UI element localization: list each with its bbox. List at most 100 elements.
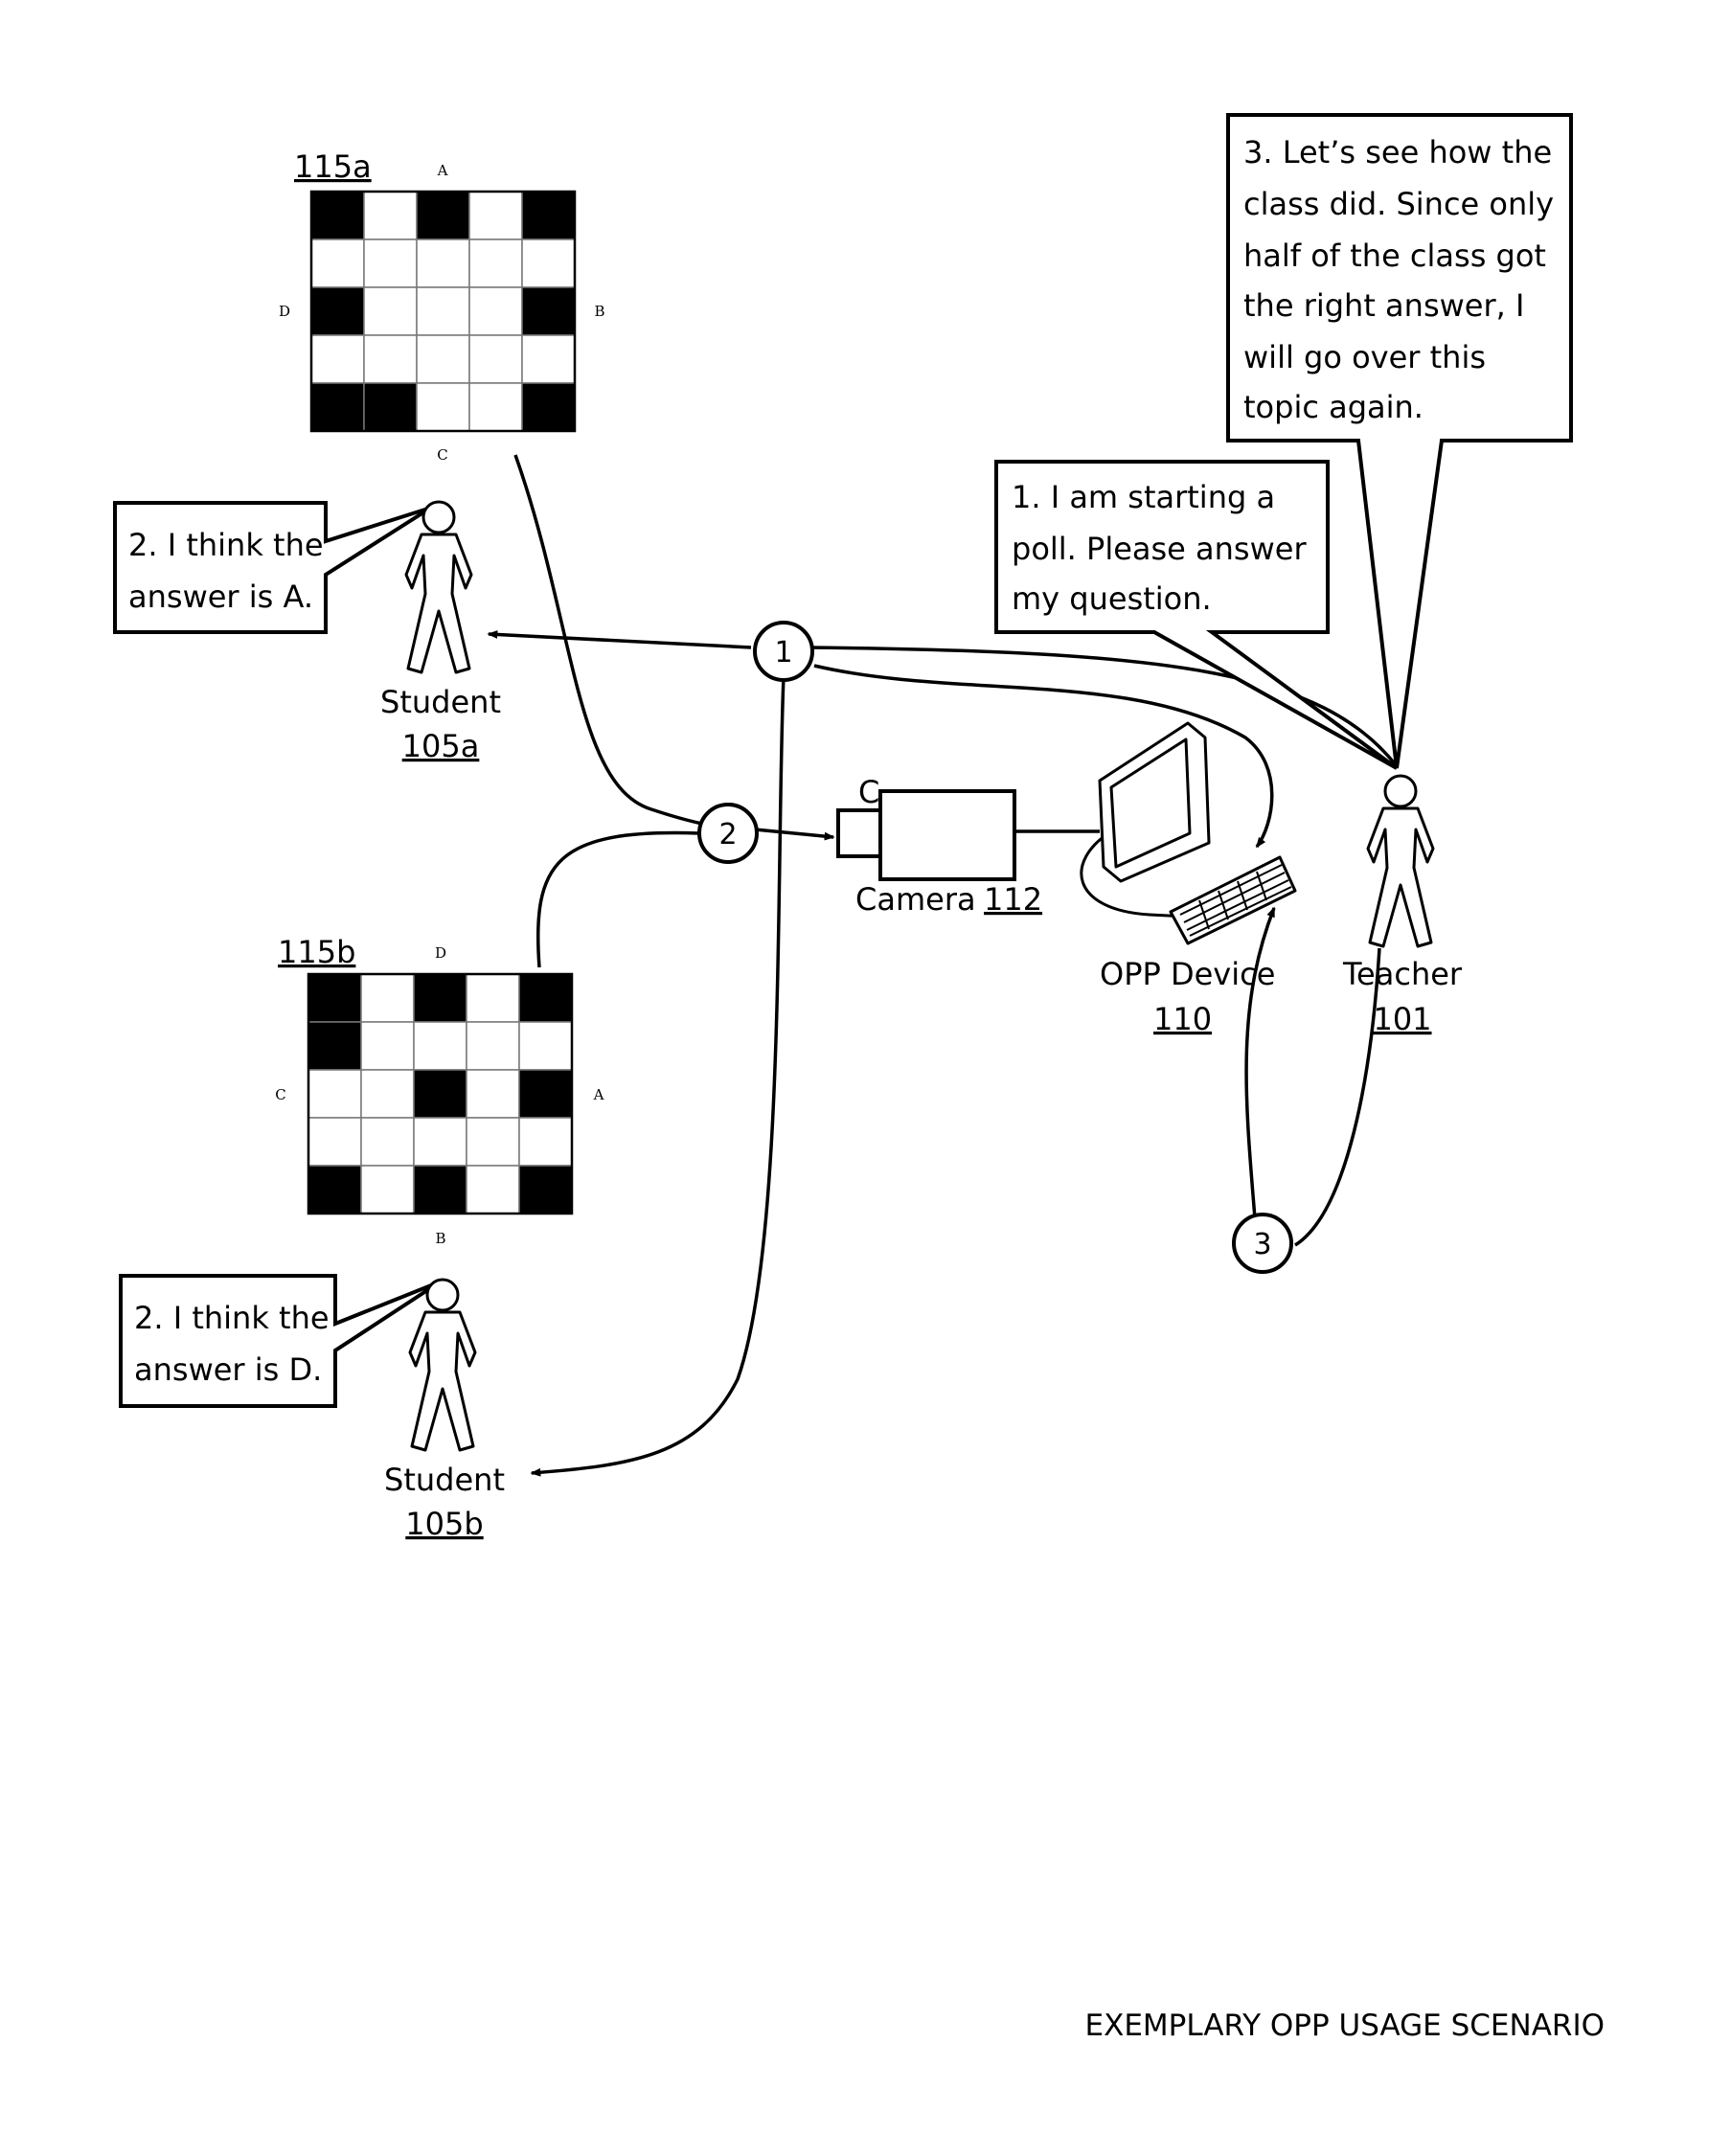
- card-grid: [311, 192, 575, 431]
- card-letter-left: C: [275, 1086, 285, 1103]
- card-cell-light: [311, 239, 364, 287]
- camera-lens: [838, 810, 880, 856]
- card-letter-bottom: B: [435, 1230, 445, 1247]
- card-cell-dark: [311, 287, 364, 335]
- card-cell-dark: [522, 383, 575, 431]
- bubble-student-a: 2. I think the answer is A.: [115, 503, 431, 632]
- bubble-student-b: 2. I think the answer is D.: [121, 1276, 441, 1406]
- card-cell-light: [361, 974, 414, 1022]
- card-letter-top: A: [437, 162, 448, 179]
- person-figure-icon: [410, 1280, 475, 1450]
- card-cell-dark: [308, 1166, 361, 1214]
- step-2-circle: 2: [699, 805, 757, 862]
- card-cell-light: [519, 1022, 572, 1070]
- card-cell-light: [417, 287, 469, 335]
- card-cell-light: [417, 383, 469, 431]
- card-cell-light: [522, 239, 575, 287]
- person-name: Teacher: [1342, 956, 1463, 992]
- card-cell-light: [361, 1118, 414, 1166]
- card-letter-bottom: C: [437, 446, 447, 464]
- card-grid: [308, 974, 572, 1214]
- card-cell-dark: [414, 1166, 467, 1214]
- card-letter-right: A: [593, 1086, 604, 1103]
- card-letter-top: D: [435, 944, 446, 962]
- arrow-step-2-to-camera: [755, 829, 833, 837]
- card-cell-light: [469, 287, 522, 335]
- card-cell-dark: [308, 974, 361, 1022]
- person-name: Student: [380, 684, 501, 720]
- card-cell-dark: [311, 192, 364, 239]
- card-cell-light: [364, 239, 417, 287]
- card-cell-light: [414, 1022, 467, 1070]
- step-number: 1: [774, 636, 792, 669]
- person-ref: 105b: [405, 1506, 483, 1542]
- card-cell-light: [519, 1118, 572, 1166]
- person-ref: 105a: [402, 728, 480, 764]
- student-105a: Student 105a: [380, 502, 501, 764]
- step-3-circle: 3: [1234, 1214, 1291, 1272]
- step-1-circle: 1: [755, 623, 812, 680]
- keyboard-icon: [1171, 857, 1295, 943]
- card-cell-light: [364, 335, 417, 383]
- card-cell-light: [308, 1118, 361, 1166]
- opp-device-ref: 110: [1153, 1001, 1212, 1037]
- card-cell-light: [467, 974, 519, 1022]
- card-cell-dark: [519, 1166, 572, 1214]
- card-cell-light: [469, 239, 522, 287]
- card-label: 115a: [294, 148, 372, 185]
- camera-lens-label: C: [858, 774, 879, 810]
- connector-card-b-to-step-2: [538, 833, 699, 967]
- bubble-teacher-start: 1. I am starting a poll. Please answer m…: [996, 462, 1397, 768]
- camera-ref: 112: [984, 881, 1042, 918]
- card-letter-left: D: [279, 303, 290, 320]
- connector-teacher-to-step-3: [1295, 948, 1379, 1245]
- card-cell-light: [364, 192, 417, 239]
- card-cell-light: [469, 192, 522, 239]
- bubble-teacher-review: 3. Let’s see how the class did. Since on…: [1228, 115, 1571, 768]
- card-cell-light: [364, 287, 417, 335]
- teacher-101: Teacher 101: [1342, 776, 1463, 1037]
- card-cell-light: [467, 1022, 519, 1070]
- card-cell-light: [311, 335, 364, 383]
- person-figure-icon: [1368, 776, 1433, 946]
- card-cell-dark: [311, 383, 364, 431]
- card-cell-light: [467, 1118, 519, 1166]
- card-cell-dark: [519, 974, 572, 1022]
- card-115a: 115a A B C D: [279, 148, 605, 464]
- step-number: 2: [718, 818, 737, 851]
- card-cell-light: [467, 1166, 519, 1214]
- card-cell-dark: [417, 192, 469, 239]
- card-cell-light: [361, 1070, 414, 1118]
- person-figure-icon: [406, 502, 471, 672]
- arrow-step-1-to-student-a: [489, 634, 751, 647]
- card-cell-dark: [414, 974, 467, 1022]
- card-cell-light: [469, 383, 522, 431]
- card-label: 115b: [278, 934, 355, 970]
- person-ref: 101: [1373, 1001, 1431, 1037]
- camera-body: [880, 791, 1014, 879]
- card-cell-light: [361, 1166, 414, 1214]
- card-cell-light: [417, 239, 469, 287]
- card-cell-light: [361, 1022, 414, 1070]
- card-letter-right: B: [594, 303, 604, 320]
- camera-name: Camera: [855, 881, 976, 918]
- card-cell-dark: [308, 1022, 361, 1070]
- card-115b: 115b D A B C: [275, 934, 604, 1247]
- card-cell-light: [467, 1070, 519, 1118]
- card-cell-dark: [414, 1070, 467, 1118]
- person-name: Student: [384, 1462, 505, 1498]
- card-cell-light: [414, 1118, 467, 1166]
- card-cell-light: [308, 1070, 361, 1118]
- step-number: 3: [1253, 1228, 1271, 1261]
- figure-caption: EXEMPLARY OPP USAGE SCENARIO: [1085, 2008, 1606, 2043]
- card-cell-light: [522, 335, 575, 383]
- card-cell-dark: [522, 287, 575, 335]
- card-cell-light: [417, 335, 469, 383]
- card-cell-dark: [522, 192, 575, 239]
- opp-device-name: OPP Device: [1100, 956, 1275, 992]
- card-cell-dark: [364, 383, 417, 431]
- opp-device-110: OPP Device 110: [1082, 723, 1295, 1037]
- student-105b: Student 105b: [384, 1280, 505, 1542]
